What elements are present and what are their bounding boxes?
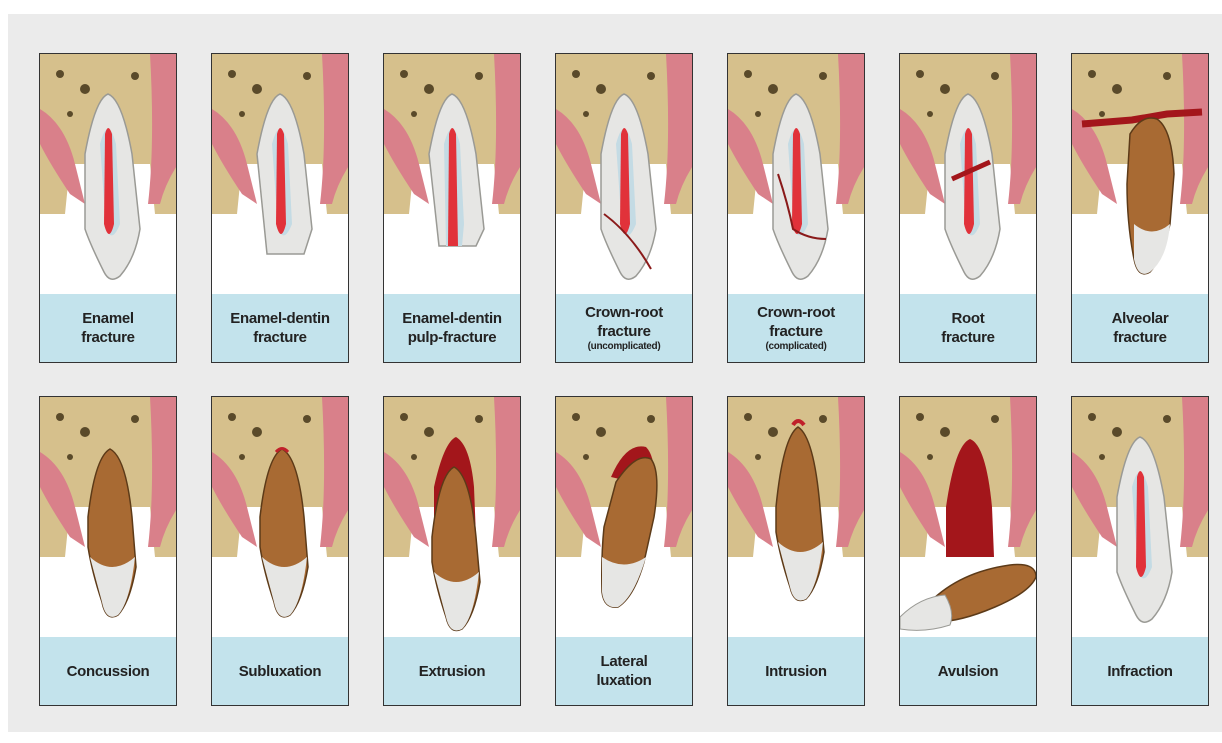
tooth-illustration: [212, 54, 349, 299]
card-label: Alveolar fracture: [1072, 294, 1208, 362]
tooth-illustration: [900, 397, 1037, 642]
card-label: Avulsion: [900, 637, 1036, 705]
card-intrusion: Intrusion: [727, 396, 865, 706]
card-alveolar-fracture: Alveolar fracture: [1071, 53, 1209, 363]
card-enamel-fracture: Enamel fracture: [39, 53, 177, 363]
tooth-illustration: [212, 397, 349, 642]
card-enamel-dentin-pulp-fracture: Enamel-dentin pulp-fracture: [383, 53, 521, 363]
card-label: Enamel-dentin pulp-fracture: [384, 294, 520, 362]
card-label: Enamel fracture: [40, 294, 176, 362]
tooth-illustration: [900, 54, 1037, 299]
card-label: Crown-root fracture (complicated): [728, 294, 864, 362]
card-crown-root-fracture-uncomplicated: Crown-root fracture (uncomplicated): [555, 53, 693, 363]
tooth-illustration: [1072, 397, 1209, 642]
card-label: Concussion: [40, 637, 176, 705]
card-extrusion: Extrusion: [383, 396, 521, 706]
card-label: Intrusion: [728, 637, 864, 705]
card-crown-root-fracture-complicated: Crown-root fracture (complicated): [727, 53, 865, 363]
card-lateral-luxation: Lateral luxation: [555, 396, 693, 706]
card-label: Crown-root fracture (uncomplicated): [556, 294, 692, 362]
tooth-illustration: [1072, 54, 1209, 299]
card-label: Root fracture: [900, 294, 1036, 362]
tooth-illustration: [728, 54, 865, 299]
card-label: Lateral luxation: [556, 637, 692, 705]
card-root-fracture: Root fracture: [899, 53, 1037, 363]
card-concussion: Concussion: [39, 396, 177, 706]
card-infraction: Infraction: [1071, 396, 1209, 706]
tooth-illustration: [384, 397, 521, 642]
tooth-illustration: [728, 397, 865, 642]
card-label: Subluxation: [212, 637, 348, 705]
tooth-illustration: [556, 54, 693, 299]
card-enamel-dentin-fracture: Enamel-dentin fracture: [211, 53, 349, 363]
tooth-illustration: [40, 54, 177, 299]
card-label: Enamel-dentin fracture: [212, 294, 348, 362]
card-subluxation: Subluxation: [211, 396, 349, 706]
card-label: Infraction: [1072, 637, 1208, 705]
tooth-illustration: [556, 397, 693, 642]
card-avulsion: Avulsion: [899, 396, 1037, 706]
tooth-illustration: [384, 54, 521, 299]
card-label: Extrusion: [384, 637, 520, 705]
tooth-illustration: [40, 397, 177, 642]
